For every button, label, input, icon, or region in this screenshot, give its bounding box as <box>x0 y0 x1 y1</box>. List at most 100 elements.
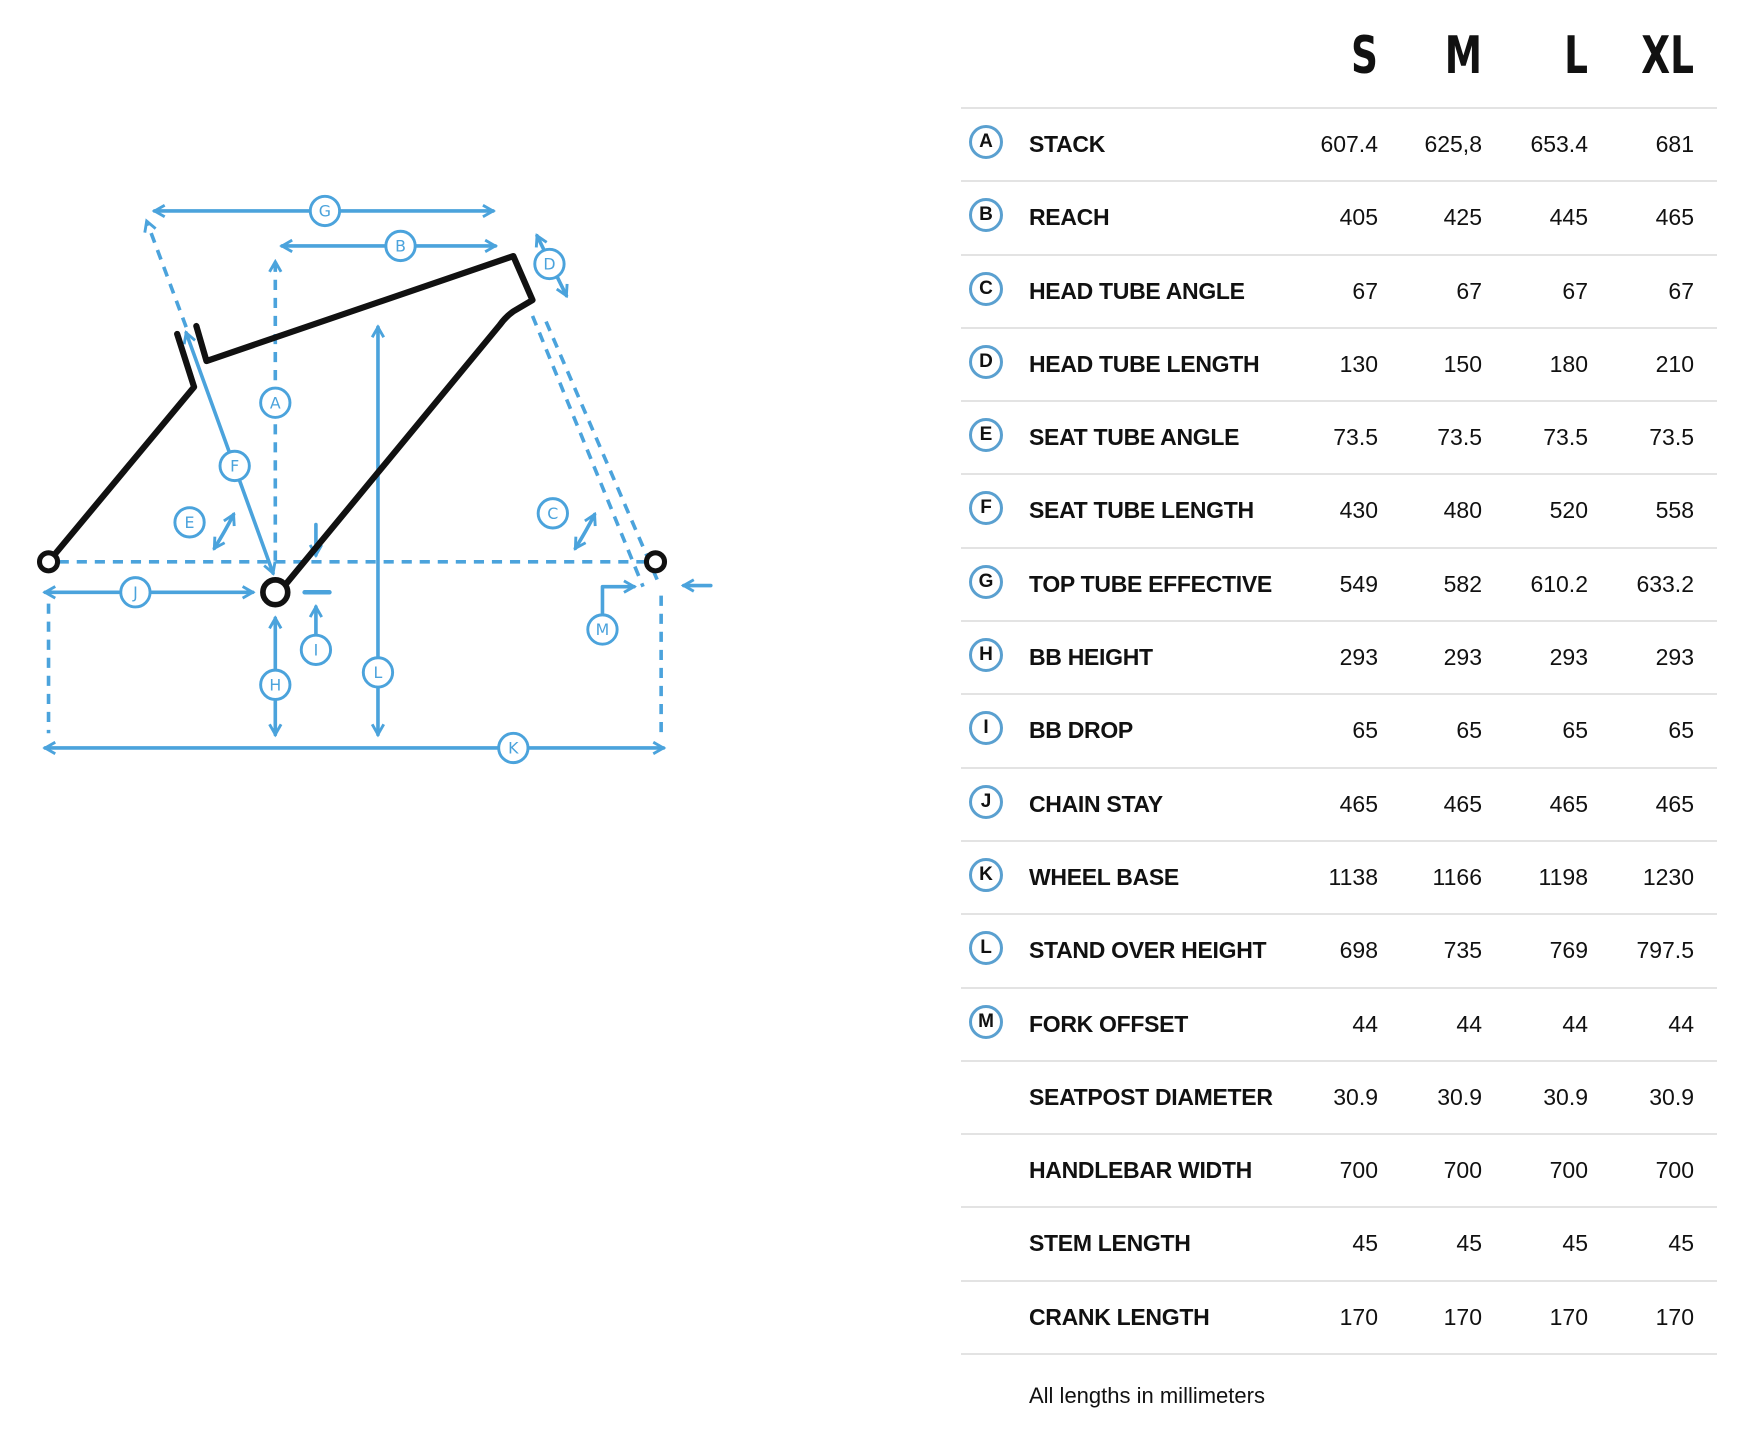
diagram-badge-d: D <box>533 247 566 281</box>
row-value-s: 293 <box>1339 644 1378 671</box>
row-badge: C <box>969 271 1003 306</box>
svg-text:G: G <box>319 201 331 220</box>
row-value-xl: 797.5 <box>1636 937 1694 964</box>
row-value-xl: 210 <box>1655 350 1694 377</box>
diagram-badge-h: H <box>259 668 292 701</box>
row-value-xl: 45 <box>1668 1230 1694 1257</box>
reference-lines <box>46 218 663 734</box>
rear-axle <box>36 550 61 574</box>
size-s: S <box>1351 26 1378 86</box>
row-value-s: 170 <box>1339 1303 1378 1330</box>
row-label: REACH <box>1029 204 1110 231</box>
row-value-l: 180 <box>1549 350 1588 377</box>
row-value-l: 293 <box>1549 644 1588 671</box>
row-value-m: 582 <box>1443 570 1482 597</box>
row-value-s: 1138 <box>1328 863 1378 890</box>
row-value-s: 430 <box>1339 497 1378 524</box>
row-label: CHAIN STAY <box>1029 790 1163 817</box>
svg-text:J: J <box>132 583 138 602</box>
size-l: L <box>1564 26 1588 86</box>
row-badge: M <box>969 1004 1003 1039</box>
bike-frame <box>36 252 668 608</box>
row-value-l: 700 <box>1549 1157 1588 1184</box>
row-label: HANDLEBAR WIDTH <box>1029 1157 1252 1184</box>
row-value-xl: 465 <box>1655 204 1694 231</box>
row-value-s: 130 <box>1339 350 1378 377</box>
row-badge: B <box>969 198 1003 233</box>
row-badge: D <box>969 344 1003 379</box>
row-label: SEATPOST DIAMETER <box>1029 1083 1273 1110</box>
row-value-s: 405 <box>1339 204 1378 231</box>
row-value-s: 607.4 <box>1320 131 1378 157</box>
row-value-l: 30.9 <box>1543 1083 1588 1110</box>
row-value-m: 425 <box>1443 204 1482 231</box>
row-value-l: 65 <box>1562 717 1588 744</box>
row-value-m: 735 <box>1443 937 1482 964</box>
row-value-m: 293 <box>1443 644 1482 671</box>
row-value-s: 549 <box>1339 570 1378 597</box>
diagram-badge-c: C <box>536 497 569 530</box>
row-value-xl: 65 <box>1668 717 1694 744</box>
row-badge: L <box>969 931 1003 966</box>
row-badge: F <box>969 491 1003 526</box>
row-value-xl: 558 <box>1655 497 1694 524</box>
row-value-l: 1198 <box>1538 863 1588 890</box>
row-badge: K <box>969 857 1003 892</box>
svg-text:D: D <box>543 254 555 273</box>
row-value-m: 170 <box>1443 1303 1482 1330</box>
row-label: WHEEL BASE <box>1029 863 1179 890</box>
svg-text:F: F <box>230 456 239 475</box>
svg-text:M: M <box>596 620 610 639</box>
row-label: HEAD TUBE ANGLE <box>1029 277 1245 304</box>
svg-text:H: H <box>269 675 281 694</box>
row-value-s: 67 <box>1352 277 1378 304</box>
row-value-m: 480 <box>1443 497 1482 524</box>
row-value-xl: 681 <box>1655 131 1694 157</box>
row-value-s: 700 <box>1339 1157 1378 1184</box>
row-value-l: 445 <box>1549 204 1588 231</box>
row-label: CRANK LENGTH <box>1029 1303 1210 1330</box>
row-value-m: 30.9 <box>1437 1083 1482 1110</box>
row-label: FORK OFFSET <box>1029 1010 1188 1037</box>
table-row: K WHEEL BASE 1138 1166 1198 1230 <box>961 842 1717 916</box>
row-value-l: 520 <box>1549 497 1588 524</box>
size-m: M <box>1444 26 1482 86</box>
table-row: B REACH 405 425 445 465 <box>961 182 1717 256</box>
row-badge: H <box>969 638 1003 673</box>
size-header: S M L XL <box>961 0 1717 109</box>
row-badge: E <box>969 418 1003 453</box>
row-value-xl: 1230 <box>1642 863 1694 890</box>
row-value-m: 65 <box>1456 717 1482 744</box>
diagram-badge-i: I <box>299 633 333 666</box>
row-value-m: 1166 <box>1432 863 1482 890</box>
row-value-m: 73.5 <box>1437 424 1482 451</box>
diagram-badge-k: K <box>497 731 530 765</box>
row-label: TOP TUBE EFFECTIVE <box>1029 570 1272 597</box>
svg-text:K: K <box>508 738 519 757</box>
bottom-bracket <box>260 577 291 608</box>
row-value-xl: 293 <box>1655 644 1694 671</box>
row-badge: A <box>969 125 1003 159</box>
diagram-badge-j: J <box>119 576 152 609</box>
row-value-m: 44 <box>1456 1010 1482 1037</box>
row-label: BB DROP <box>1029 717 1133 744</box>
row-value-l: 44 <box>1562 1010 1588 1037</box>
row-value-l: 610.2 <box>1530 570 1588 597</box>
row-value-xl: 700 <box>1655 1157 1694 1184</box>
diagram-badge-f: F <box>218 449 251 483</box>
row-value-xl: 170 <box>1655 1303 1694 1330</box>
